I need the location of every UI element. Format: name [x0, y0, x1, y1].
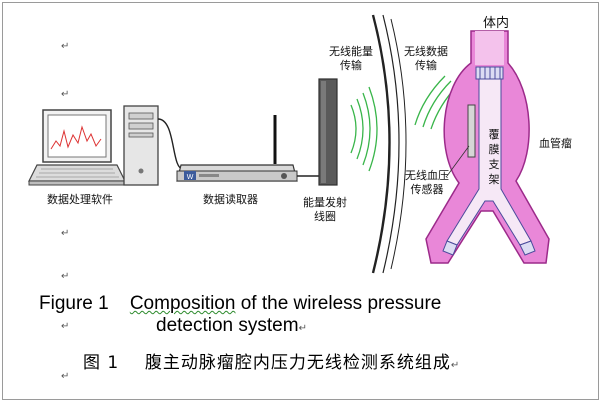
- paragraph-mark: ↵: [61, 371, 70, 382]
- cable-line: [157, 118, 184, 170]
- caption-english: Figure 1 Composition of the wireless pre…: [39, 293, 441, 340]
- caption-line2: detection system: [156, 315, 299, 336]
- paragraph-mark: ↵: [61, 89, 70, 100]
- computer-tower-icon: [123, 105, 159, 186]
- label-power-transfer: 无线能量 传输: [329, 45, 373, 72]
- label-sensor: 无线血压 传感器: [405, 169, 449, 196]
- label-aneurysm: 血管瘤: [539, 137, 572, 150]
- energy-coil: [318, 78, 338, 186]
- paragraph-mark: ↵: [61, 271, 70, 282]
- laptop-icon: [28, 109, 126, 186]
- data-reader-device: W: [176, 115, 319, 182]
- caption-zh-text: 腹主动脉瘤腔内压力无线检测系统组成: [144, 353, 451, 373]
- label-body: 体内: [483, 16, 510, 31]
- svg-text:W: W: [187, 174, 194, 181]
- label-reader: 数据读取器: [203, 193, 258, 206]
- energy-wave-icon: [350, 86, 378, 172]
- caption-line1-rest: of the wireless pressure: [240, 293, 442, 314]
- stent-graft: [442, 66, 536, 256]
- caption-word-underlined: Composition: [129, 293, 236, 314]
- label-computer: 数据处理软件: [47, 193, 113, 206]
- caption-figure-number: Figure 1: [39, 293, 109, 314]
- sensor-leader-line: [446, 145, 470, 177]
- label-stent: 覆膜支架: [488, 128, 500, 186]
- paragraph-mark: ↵: [61, 228, 70, 239]
- caption-zh-figure-number: 图 1: [83, 353, 120, 373]
- paragraph-mark: ↵: [298, 323, 307, 334]
- body-wall: [371, 14, 407, 274]
- paragraph-mark: ↵: [61, 321, 70, 332]
- caption-chinese: 图 1 腹主动脉瘤腔内压力无线检测系统组成↵: [83, 348, 460, 373]
- paragraph-mark: ↵: [61, 41, 70, 52]
- pressure-sensor-icon: [467, 104, 476, 158]
- paragraph-mark: ↵: [450, 360, 461, 371]
- system-diagram: W: [28, 14, 550, 274]
- label-coil: 能量发射 线圈: [303, 196, 347, 223]
- label-data-transfer: 无线数据 传输: [404, 45, 448, 72]
